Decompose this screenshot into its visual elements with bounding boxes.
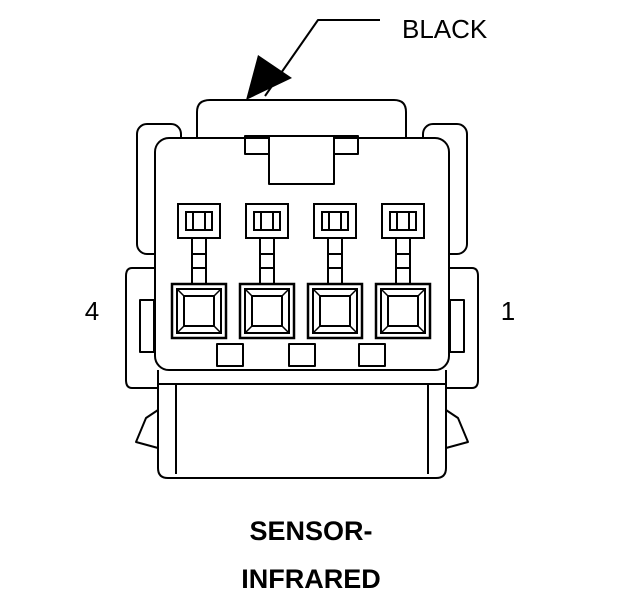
wire-color-label: BLACK — [402, 14, 488, 44]
right-rail-slot — [449, 299, 465, 353]
lower-left-rail — [125, 267, 158, 389]
terminal-cavity — [306, 203, 364, 340]
right-bottom-clip — [445, 409, 469, 449]
bottom-notch — [288, 343, 316, 367]
bottom-notch — [358, 343, 386, 367]
lower-right-rail — [446, 267, 479, 389]
left-bottom-clip — [135, 409, 159, 449]
terminal-cavities — [170, 203, 432, 340]
diagram-title-line1: SENSOR- — [249, 516, 372, 546]
top-lock-tab — [196, 99, 407, 139]
terminal-cavity — [238, 203, 296, 340]
bottom-notch — [216, 343, 244, 367]
pin-left-label: 4 — [85, 296, 99, 326]
terminal-cavity — [170, 203, 228, 340]
left-rail-slot — [139, 299, 155, 353]
wire-color-leader — [246, 19, 380, 100]
top-key — [244, 135, 359, 185]
pin-right-label: 1 — [501, 296, 515, 326]
terminal-cavity — [374, 203, 432, 340]
diagram-title-line2: INFRARED — [241, 564, 381, 594]
bottom-housing — [157, 370, 447, 479]
leader-arrow-icon — [246, 55, 292, 100]
